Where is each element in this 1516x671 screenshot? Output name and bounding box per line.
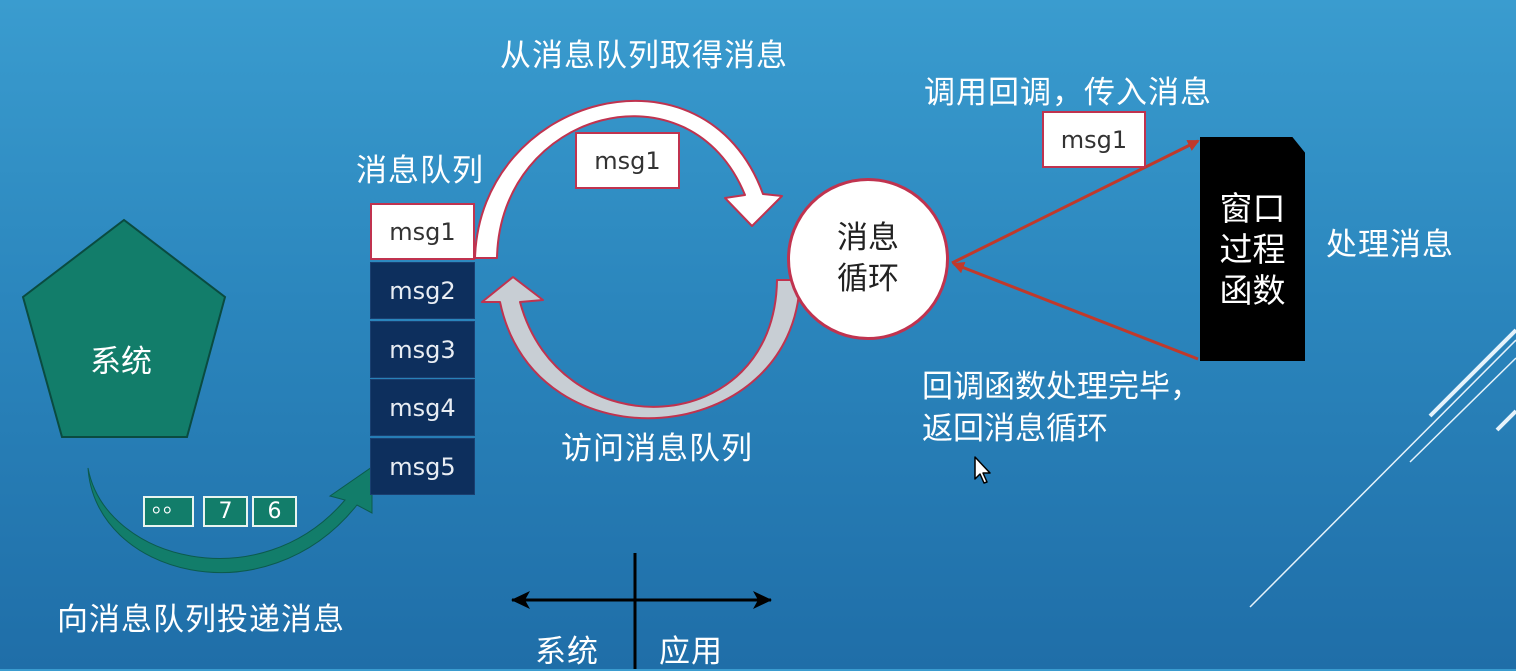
post-to-queue-label: 向消息队列投递消息: [57, 602, 345, 638]
system-node-label: 系统: [90, 344, 152, 380]
decorative-lines: [1249, 328, 1516, 608]
axis-system-label: 系统: [535, 634, 599, 670]
queue-item: msg1: [370, 203, 475, 260]
queue-item: msg2: [370, 262, 475, 319]
callback-done-note: 回调函数处理完毕， 返回消息循环: [922, 366, 1201, 450]
axis-application-label: 应用: [659, 634, 723, 670]
callback-done-line: 回调函数处理完毕，: [922, 369, 1201, 405]
window-procedure-label: 窗口过程函数: [1219, 188, 1286, 310]
queue-item: msg5: [370, 438, 475, 495]
window-procedure-node: 窗口过程函数: [1200, 137, 1305, 361]
fetch-cycle-arrow: [474, 99, 783, 259]
callback-msg-box: msg1: [1042, 111, 1146, 168]
system-pentagon: [21, 218, 227, 438]
posting-box-7: 7: [203, 496, 248, 527]
message-loop-node: 消息循环: [787, 178, 949, 340]
process-message-label: 处理消息: [1326, 227, 1454, 263]
message-queue-label: 消息队列: [356, 153, 484, 189]
queue-item: msg3: [370, 321, 475, 378]
message-loop-label: 消息循环: [837, 220, 899, 297]
access-queue-label: 访问消息队列: [561, 431, 753, 467]
mouse-cursor-icon: [974, 456, 991, 484]
access-cycle-arrow: [481, 276, 801, 420]
call-callback-label: 调用回调，传入消息: [924, 75, 1212, 111]
fetch-from-queue-label: 从消息队列取得消息: [500, 38, 788, 74]
return-loop-arrow: [952, 262, 1199, 361]
posting-box-6: 6: [252, 496, 297, 527]
posting-box-ellipsis: 。。: [143, 495, 194, 527]
call-callback-arrow: [951, 139, 1200, 265]
loop-msg-box: msg1: [575, 132, 680, 189]
return-loop-line: 返回消息循环: [922, 411, 1108, 447]
queue-item: msg4: [370, 379, 475, 436]
